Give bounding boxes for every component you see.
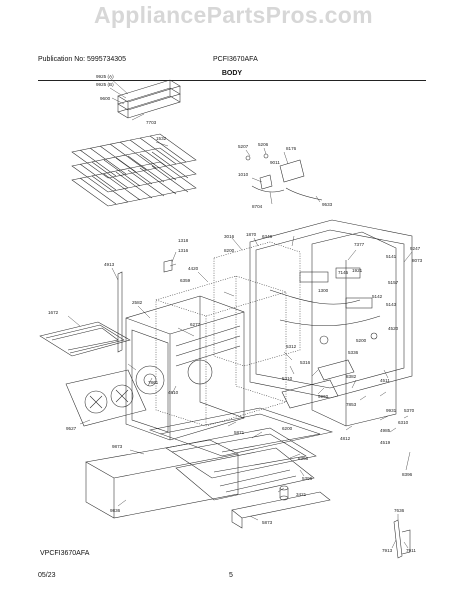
part-label-9836: 9836 [110,508,121,513]
part-label-8396: 8396 [402,472,413,477]
part-label-1316: 1316 [178,248,189,253]
part-label-8704: 8704 [252,204,263,209]
part-label-1318: 1318 [178,238,189,243]
part-label-1010: 1010 [238,172,249,177]
side-rod [117,259,173,353]
insulation-wrap [155,241,301,427]
oven-cavity [125,295,245,441]
watermark: AppliancePartsPros.com [94,2,373,28]
oven-racks [71,133,197,207]
part-label-3016: 3016 [224,234,235,239]
part-label-5206: 5206 [258,142,269,147]
part-label-6359: 6359 [180,278,191,283]
page-number: 5 [229,572,233,579]
part-label-5310: 5310 [282,376,293,381]
footer-date: 05/23 [38,572,56,579]
part-label-5207: 5207 [238,144,249,149]
part-number-labels: 9925 (A) 9925 (B) 9600 7703 1532 5207 52… [48,74,423,553]
part-label-1300: 1300 [318,288,329,293]
part-label-4519: 4519 [380,440,391,445]
part-label-1921: 1921 [352,268,363,273]
part-label-6200: 6200 [282,426,293,431]
part-label-5142: 5142 [372,294,383,299]
rear-panel [249,219,413,399]
part-label-5312: 5312 [286,344,297,349]
part-label-5316: 5316 [300,360,311,365]
part-label-5200: 5200 [356,338,367,343]
part-label-7913: 7913 [382,548,393,553]
part-label-4420: 4420 [188,266,199,271]
bake-element [39,321,131,357]
part-label-5141: 5141 [386,254,397,259]
part-label-4985: 4985 [380,428,391,433]
sensor-bracket-cluster [245,153,323,201]
part-label-8176: 8176 [286,146,297,151]
part-label-5336: 5336 [348,350,359,355]
hinge-bracket [393,519,411,559]
part-label-5396: 5396 [302,476,313,481]
part-label-5873: 5873 [262,520,273,525]
part-label-1870: 1870 [246,232,257,237]
footer-model-code: VPCFI3670AFA [40,550,90,557]
right-side-panel [311,231,397,427]
part-label-2582: 2582 [132,300,143,305]
part-label-9873: 9873 [112,444,123,449]
kick-panel [231,491,331,529]
part-label-9600: 9600 [100,96,111,101]
part-label-3421: 3421 [296,492,307,497]
part-label-7911: 7911 [406,548,416,553]
part-label-9960: 9960 [318,394,329,399]
part-label-4913: 4913 [104,262,115,267]
part-label-9931: 9931 [386,408,397,413]
part-label-9247: 9247 [410,246,421,251]
header-divider [38,80,426,81]
part-label-8382: 8382 [346,374,357,379]
publication-number: Publication No: 5995734305 [38,56,126,63]
part-label-4812: 4812 [340,436,351,441]
part-label-1672: 1672 [48,310,59,315]
part-label-8200: 8200 [224,248,235,253]
part-label-6310: 6310 [398,420,409,425]
part-label-7145: 7145 [338,270,349,275]
part-label-9527: 9527 [66,426,77,431]
part-label-8073: 8073 [412,258,423,263]
storage-drawer [85,439,239,519]
leader-lines [67,77,413,549]
part-label-7861: 7861 [148,380,159,385]
part-label-5370: 5370 [404,408,415,413]
rack-slide-assembly [117,79,181,119]
part-label-9011: 9011 [270,160,280,165]
page-title: BODY [221,70,243,77]
part-label-6277: 6277 [190,322,201,327]
part-label-5157: 5157 [388,280,399,285]
part-label-7853: 7853 [346,402,357,407]
part-label-9533: 9533 [322,202,333,207]
part-label-9925b: 9925 (B) [96,82,114,87]
part-label-4520: 4520 [388,326,399,331]
part-label-1532: 1532 [156,136,167,141]
part-label-5871: 5871 [234,430,245,435]
vent-duct [281,359,355,409]
part-label-4810: 4810 [168,390,179,395]
convection-fan-cover [65,369,147,427]
part-label-6348: 6348 [262,234,273,239]
part-label-7377: 7377 [354,242,365,247]
part-label-7703: 7703 [146,120,157,125]
part-label-9925a: 9925 (A) [96,74,114,79]
part-label-5143: 5143 [386,302,397,307]
part-label-8356: 8356 [298,456,309,461]
leveling-leg [279,485,289,501]
bottom-pan [148,407,334,501]
part-label-4511: 4511 [380,378,390,383]
model-number: PCFI3670AFA [213,56,258,63]
part-label-7636: 7636 [394,508,405,513]
